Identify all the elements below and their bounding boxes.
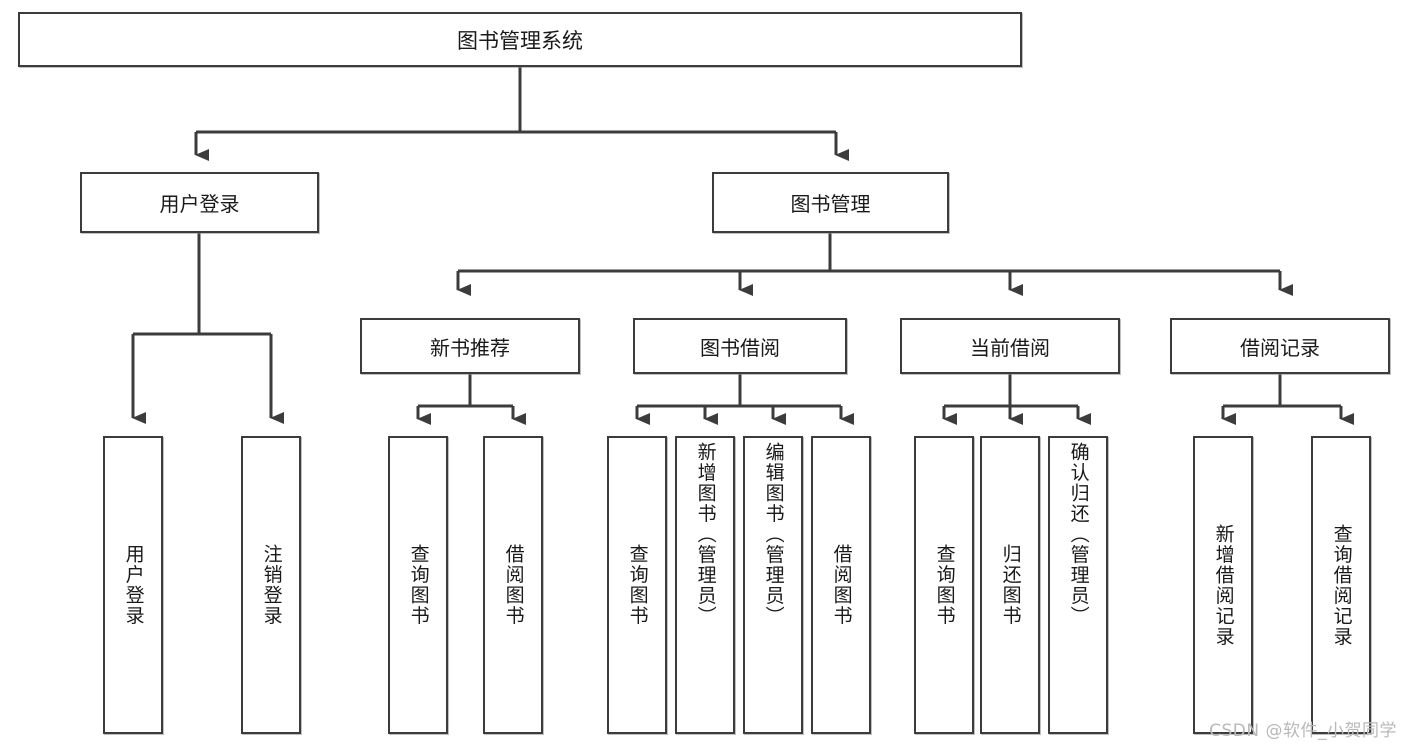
node-new-book-recommend[interactable]: 新书推荐 [360, 318, 580, 374]
leaf-new-book-query-book[interactable]: 查询图书 [388, 436, 448, 734]
leaf-label: 新增借阅记录 [1212, 523, 1235, 647]
node-book-management[interactable]: 图书管理 [712, 172, 949, 233]
leaf-current-borrow-query-book[interactable]: 查询图书 [914, 436, 974, 734]
leaf-book-borrow-query-book[interactable]: 查询图书 [607, 436, 667, 734]
leaf-book-borrow-add-book-admin[interactable]: 新增图书（管理员） [675, 436, 735, 734]
node-root[interactable]: 图书管理系统 [18, 12, 1022, 67]
node-user-login[interactable]: 用户登录 [80, 172, 319, 233]
leaf-borrow-record-add-record[interactable]: 新增借阅记录 [1193, 436, 1253, 734]
leaf-label: 查询图书 [933, 544, 956, 626]
leaf-user-login-login[interactable]: 用户登录 [103, 436, 163, 734]
leaf-new-book-borrow-book[interactable]: 借阅图书 [483, 436, 543, 734]
leaf-label: 借阅图书 [830, 544, 853, 626]
node-borrow-record-label: 借阅记录 [1240, 335, 1320, 360]
leaf-user-login-logout[interactable]: 注销登录 [241, 436, 301, 734]
node-root-label: 图书管理系统 [457, 28, 583, 53]
node-book-management-label: 图书管理 [790, 192, 871, 216]
leaf-label: 查询图书 [626, 544, 649, 626]
leaf-label: 新增图书（管理员） [694, 442, 717, 627]
leaf-current-borrow-return-book[interactable]: 归还图书 [980, 436, 1040, 734]
node-current-borrow[interactable]: 当前借阅 [900, 318, 1120, 374]
leaf-current-borrow-confirm-return-admin[interactable]: 确认归还（管理员） [1048, 436, 1108, 734]
node-new-book-recommend-label: 新书推荐 [430, 335, 510, 360]
node-user-login-label: 用户登录 [159, 192, 240, 216]
watermark: CSDN @软件_小贺同学 [1209, 721, 1397, 741]
node-current-borrow-label: 当前借阅 [970, 335, 1050, 360]
leaf-label: 注销登录 [260, 544, 283, 626]
leaf-label: 借阅图书 [502, 544, 525, 626]
leaf-label: 编辑图书（管理员） [762, 442, 785, 627]
leaf-label: 归还图书 [999, 544, 1022, 626]
leaf-borrow-record-query-record[interactable]: 查询借阅记录 [1311, 436, 1371, 734]
node-borrow-record[interactable]: 借阅记录 [1170, 318, 1390, 374]
node-book-borrow-label: 图书借阅 [700, 335, 780, 360]
leaf-label: 用户登录 [122, 544, 145, 626]
leaf-book-borrow-edit-book-admin[interactable]: 编辑图书（管理员） [743, 436, 803, 734]
leaf-label: 查询图书 [407, 544, 430, 626]
leaf-label: 确认归还（管理员） [1067, 442, 1090, 627]
node-book-borrow[interactable]: 图书借阅 [633, 318, 847, 374]
leaf-label: 查询借阅记录 [1330, 523, 1353, 647]
leaf-book-borrow-borrow-book[interactable]: 借阅图书 [811, 436, 871, 734]
